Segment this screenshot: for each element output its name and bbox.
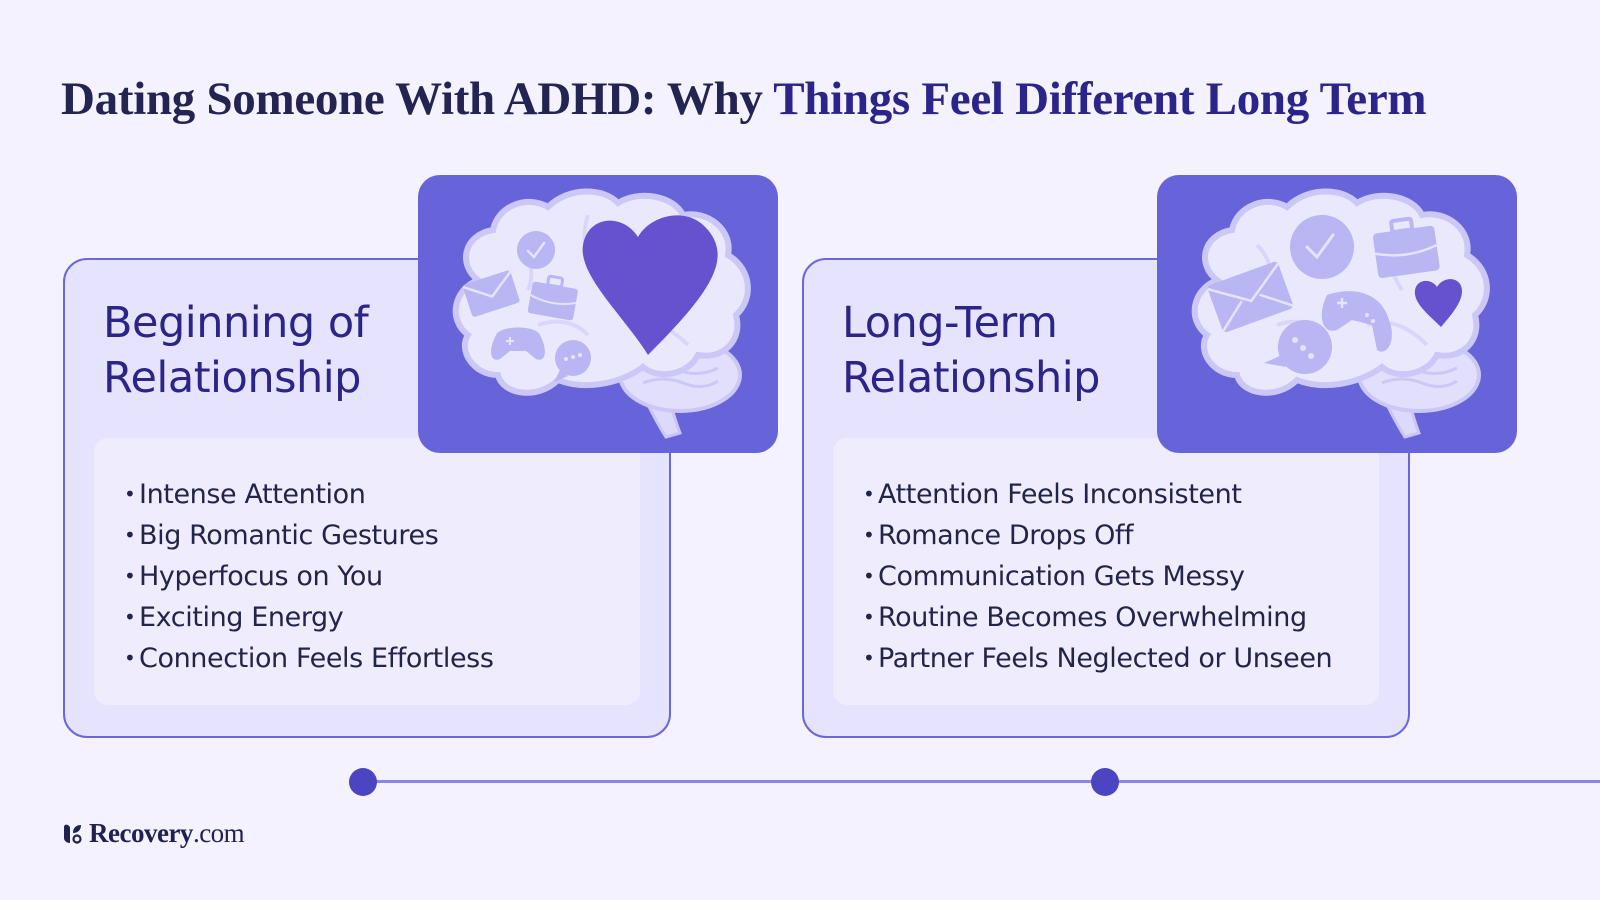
timeline-line [363,780,1600,783]
card-heading-line1: Long-Term [842,298,1058,348]
timeline-dot-long-term [1091,768,1119,796]
card-heading-line2: Relationship [103,353,361,403]
list-item: •Romance Drops Off [863,520,1134,551]
page-title: Dating Someone With ADHD: Why Things Fee… [61,72,1427,126]
list-item: •Attention Feels Inconsistent [863,479,1242,510]
title-highlight: Things Feel Different Long Term [773,73,1427,125]
card-heading-line2: Relationship [842,353,1100,403]
brain-with-large-heart-icon [418,175,778,453]
card-heading: Long-Term Relationship [842,296,1100,406]
list-item: •Hyperfocus on You [124,561,383,592]
traits-list: •Intense Attention •Big Romantic Gesture… [124,474,640,679]
list-item: •Intense Attention [124,479,366,510]
timeline-dot-beginning [349,768,377,796]
list-item: •Partner Feels Neglected or Unseen [863,643,1333,674]
recovery-leaf-logo-icon [64,824,82,844]
brand-logo: Recovery.com [63,818,245,849]
list-item: •Exciting Energy [124,602,344,633]
brand-tld: .com [192,818,245,848]
title-prefix: Dating Someone With ADHD: Why [61,73,774,125]
card-heading: Beginning of Relationship [103,296,369,406]
brand-name: Recovery [89,818,193,848]
list-item: •Routine Becomes Overwhelming [863,602,1307,633]
list-item: •Big Romantic Gestures [124,520,439,551]
card-long-term-relationship: Long-Term Relationship •Attention Feels … [802,258,1410,738]
traits-list-panel: •Attention Feels Inconsistent •Romance D… [833,438,1379,705]
traits-list: •Attention Feels Inconsistent •Romance D… [863,474,1379,679]
list-item: •Communication Gets Messy [863,561,1245,592]
traits-list-panel: •Intense Attention •Big Romantic Gesture… [94,438,640,705]
brain-with-small-heart-icon [1157,175,1517,453]
card-heading-line1: Beginning of [103,298,369,348]
list-item: •Connection Feels Effortless [124,643,494,674]
